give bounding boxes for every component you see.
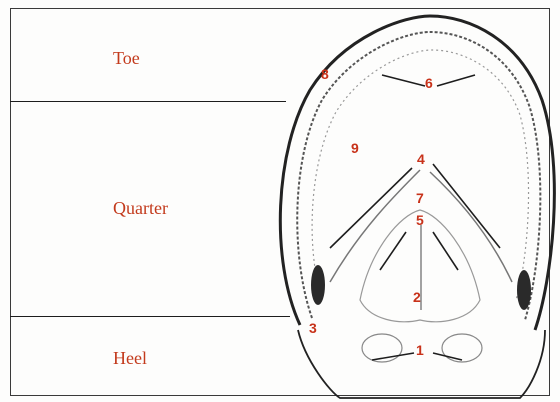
callout-5: 5 (416, 213, 424, 227)
leader-4-left (330, 168, 412, 248)
leader-4-right (433, 164, 500, 248)
label-heel: Heel (113, 348, 147, 369)
leader-6-left (382, 75, 425, 86)
callout-1: 1 (416, 343, 424, 357)
callout-6: 6 (425, 76, 433, 90)
bar-left (330, 170, 420, 282)
callout-2: 2 (413, 290, 421, 304)
callout-7: 7 (416, 191, 424, 205)
callout-3: 3 (309, 321, 317, 335)
heel-right (517, 270, 531, 310)
callout-9: 9 (351, 141, 359, 155)
bar-right (430, 172, 512, 282)
callout-8: 8 (321, 67, 329, 81)
heel-bulbs (298, 330, 545, 398)
heel-bulb-right (442, 334, 482, 362)
leader-5-right (433, 232, 458, 270)
white-line (312, 50, 528, 300)
heel-left (311, 265, 325, 305)
leader-6-right (437, 75, 475, 86)
callout-4: 4 (417, 152, 425, 166)
leader-5-left (380, 232, 406, 270)
leader-1-right (433, 353, 462, 360)
leader-1-left (372, 353, 414, 360)
label-toe: Toe (113, 48, 140, 69)
label-quarter: Quarter (113, 198, 168, 219)
